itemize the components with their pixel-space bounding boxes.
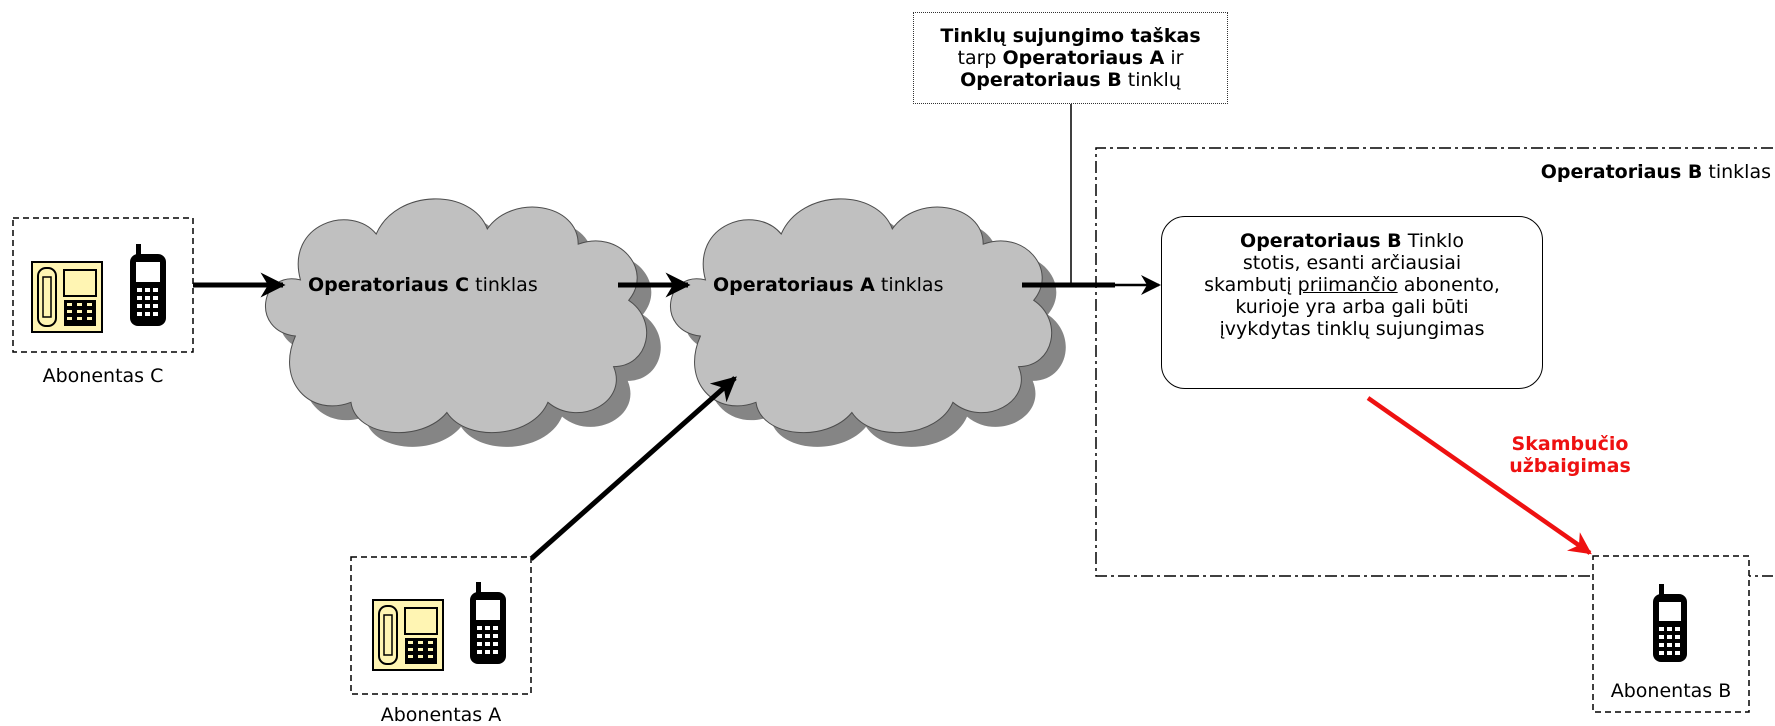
cloud-operator-a (669, 198, 1066, 447)
operator-b-station-box: Operatoriaus B Tinklo stotis, esanti arč… (1161, 216, 1543, 389)
interconnection-point-callout: Tinklų sujungimo taškas tarp Operatoriau… (913, 12, 1228, 104)
cloud-c-label: Operatoriaus C tinklas (308, 274, 538, 296)
operator-b-region-border (1095, 147, 1773, 577)
subscriber-c-label: Abonentas C (42, 365, 164, 387)
arrow-a-to-cloud-a (529, 376, 737, 561)
call-completion-label: Skambučio užbaigimas (1509, 433, 1631, 477)
subscriber-a-label: Abonentas A (380, 704, 502, 726)
desk-phone-icon (372, 599, 444, 671)
mobile-phone-icon (1653, 584, 1687, 662)
desk-phone-icon (31, 261, 103, 333)
mobile-phone-icon (130, 244, 166, 326)
subscriber-b-label: Abonentas B (1610, 680, 1732, 702)
mobile-phone-icon (470, 582, 506, 664)
callout-line1: Tinklų sujungimo taškas (940, 25, 1201, 47)
cloud-operator-c (264, 198, 661, 447)
call-completion-arrow (1366, 396, 1592, 555)
operator-b-region-label: Operatoriaus B tinklas (1540, 161, 1771, 183)
cloud-a-label: Operatoriaus A tinklas (713, 274, 944, 296)
